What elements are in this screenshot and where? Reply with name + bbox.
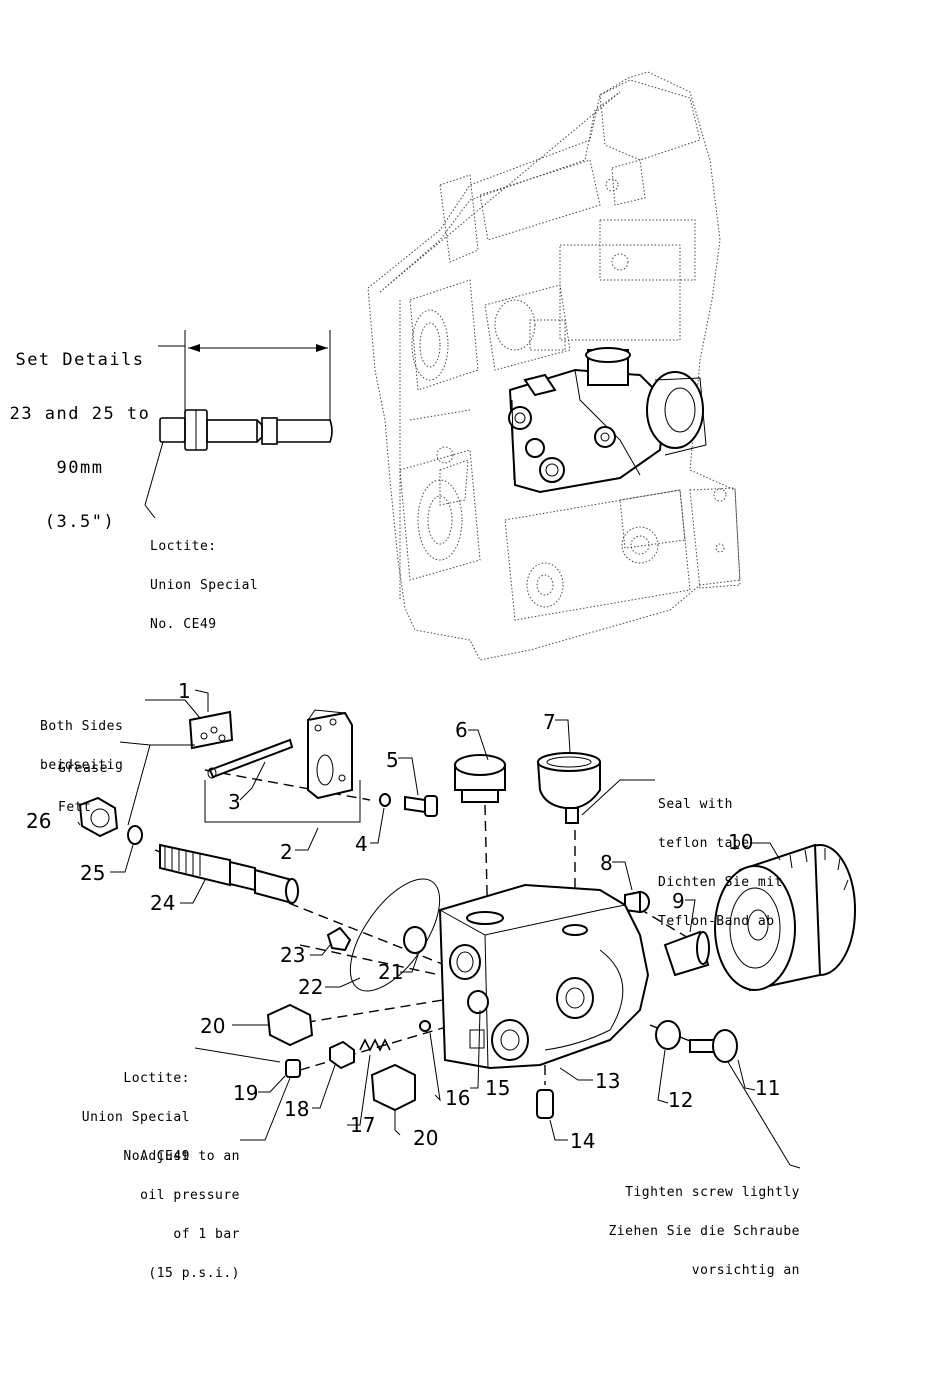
part-24-shaft — [159, 843, 299, 905]
part-25-washer — [127, 825, 143, 845]
seal-line-1: Seal with — [658, 797, 733, 812]
tighten-line-3: vorsichtig an — [691, 1263, 800, 1278]
callout-15: 15 — [485, 1076, 511, 1100]
part-10-filter — [714, 843, 856, 992]
part-1-plate — [188, 710, 234, 750]
callout-25: 25 — [80, 861, 106, 885]
callout-23: 23 — [280, 943, 306, 967]
set-details-line-3: 90mm — [56, 458, 104, 478]
loctite-top-line-1: Loctite: — [150, 539, 217, 554]
pump-assembly-mounted — [508, 347, 707, 494]
tighten-screw-label: Tighten screw lightly Ziehen Sie die Sch… — [550, 1160, 800, 1290]
callout-3: 3 — [228, 790, 241, 814]
part-3-pin — [207, 738, 294, 779]
part-20-plug-lower — [370, 1063, 416, 1112]
loctite-top-line-2: Union Special — [150, 578, 259, 593]
callout-16: 16 — [445, 1086, 471, 1110]
callout-21: 21 — [378, 960, 404, 984]
part-2-block — [204, 709, 361, 823]
callout-12: 12 — [668, 1088, 694, 1112]
loctite-top-line-3: No. CE49 — [150, 617, 217, 632]
grease-label: Grease Fett — [58, 736, 108, 827]
part-5-screw — [404, 795, 438, 817]
both-sides-line-1: Both Sides — [40, 719, 124, 734]
callout-11: 11 — [755, 1076, 781, 1100]
loctite-bottom-line-2: Union Special — [81, 1110, 190, 1125]
machine-housing-illustration — [367, 71, 741, 661]
adjust-line-4: (15 p.s.i.) — [148, 1266, 240, 1281]
adjust-line-3: of 1 bar — [173, 1227, 240, 1242]
callout-1: 1 — [178, 679, 191, 703]
part-19-fitting — [285, 1059, 301, 1078]
callout-19: 19 — [233, 1081, 259, 1105]
callout-26: 26 — [26, 809, 52, 833]
callout-17: 17 — [350, 1113, 376, 1137]
callout-7: 7 — [543, 710, 556, 734]
part-21-ring — [403, 926, 427, 954]
callout-4: 4 — [355, 832, 368, 856]
part-26-nut — [78, 796, 119, 838]
callout-8: 8 — [600, 851, 613, 875]
part-12-washer — [655, 1020, 681, 1050]
set-details-line-2: 23 and 25 to — [9, 404, 151, 424]
adjust-line-1: Adjust to an — [140, 1149, 240, 1164]
set-details-line-1: Set Details — [15, 350, 145, 370]
seal-label: Seal with teflon tape Dichten Sie mit Te… — [658, 772, 783, 941]
part-8-plug — [624, 890, 650, 914]
callout-13: 13 — [595, 1069, 621, 1093]
callout-2: 2 — [280, 840, 293, 864]
callout-14: 14 — [570, 1129, 596, 1153]
seal-line-2: teflon tape — [658, 836, 750, 851]
part-16-ball — [419, 1020, 431, 1032]
callout-10: 10 — [728, 830, 754, 854]
both-sides-line-2: beidseitig — [40, 758, 124, 773]
part-11-screw — [689, 1029, 738, 1063]
callout-5: 5 — [386, 748, 399, 772]
adjust-line-2: oil pressure — [140, 1188, 240, 1203]
loctite-top-label: Loctite: Union Special No. CE49 — [150, 514, 258, 644]
part-22-o-ring — [349, 878, 441, 992]
callout-20-lower: 20 — [413, 1126, 439, 1150]
part-6-plug — [454, 754, 506, 803]
callout-24: 24 — [150, 891, 176, 915]
part-9-sleeve — [663, 930, 710, 977]
callout-20-upper: 20 — [200, 1014, 226, 1038]
part-23-fitting — [326, 926, 352, 952]
loctite-bottom-line-3: No. CE49 — [123, 1149, 190, 1164]
leader-lines — [77, 689, 801, 1169]
adjust-pressure-label: Adjust to an oil pressure of 1 bar (15 p… — [90, 1124, 240, 1293]
seal-line-3: Dichten Sie mit — [658, 875, 783, 890]
both-sides-label: Both Sides beidseitig — [40, 694, 123, 785]
set-details-shaft-drawing — [144, 330, 333, 519]
part-14-pin — [536, 1089, 554, 1119]
part-18-nut — [329, 1040, 355, 1070]
tighten-line-2: Ziehen Sie die Schraube — [608, 1224, 800, 1239]
set-details-label: Set Details 23 and 25 to 90mm (3.5") — [0, 315, 160, 549]
part-7-oil-cup — [536, 752, 601, 824]
seal-line-4: Teflon-Band ab — [658, 914, 775, 929]
part-4-washer — [379, 793, 391, 807]
callout-22: 22 — [298, 975, 324, 999]
loctite-bottom-label: Loctite: Union Special No. CE49 — [30, 1046, 190, 1176]
set-details-line-4: (3.5") — [44, 512, 116, 532]
part-13-housing — [438, 883, 650, 1070]
tighten-line-1: Tighten screw lightly — [625, 1185, 800, 1200]
part-17-spring — [359, 1038, 391, 1052]
grease-line-1: Grease — [58, 761, 108, 776]
callout-6: 6 — [455, 718, 468, 742]
part-20-plug-upper — [266, 1003, 314, 1047]
loctite-bottom-line-1: Loctite: — [123, 1071, 190, 1086]
callout-18: 18 — [284, 1097, 310, 1121]
grease-line-2: Fett — [58, 800, 92, 815]
callout-9: 9 — [672, 889, 685, 913]
